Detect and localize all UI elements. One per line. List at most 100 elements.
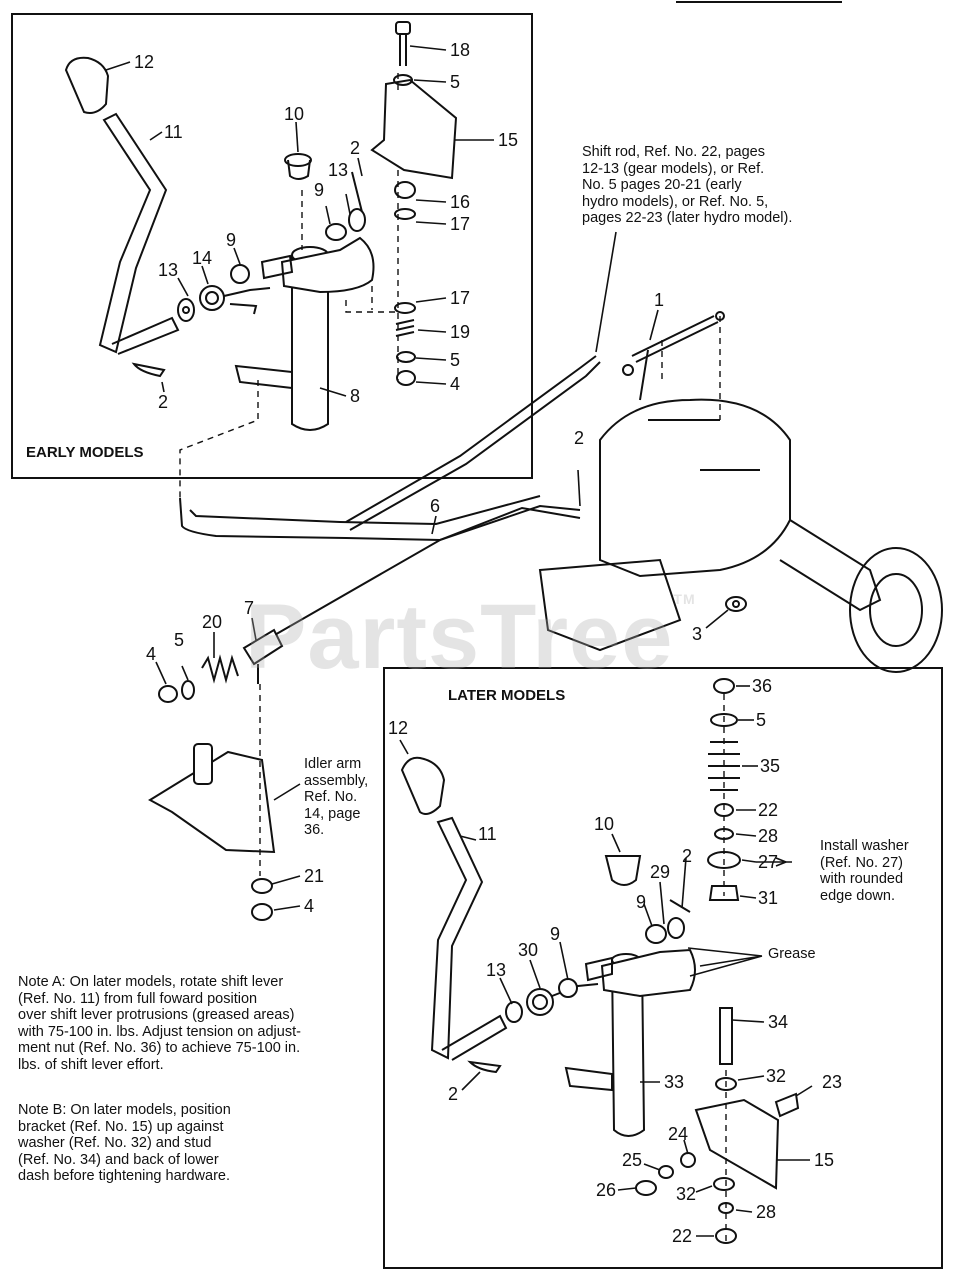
- callout-35: 35: [760, 756, 780, 776]
- shift-rod-note: Shift rod, Ref. No. 22, pages 12-13 (gea…: [582, 144, 793, 227]
- nut-21-4: [251, 878, 273, 921]
- callout-4: 4: [450, 374, 460, 394]
- grease-label: Grease: [768, 946, 816, 962]
- callout-5d: 5: [756, 710, 766, 730]
- callout-3: 3: [692, 624, 702, 644]
- callout-2e: 2: [448, 1084, 458, 1104]
- callout-12b: 12: [388, 718, 408, 738]
- later-models-frame: [383, 667, 943, 1269]
- note-b: Note B: On later models, position bracke…: [18, 1102, 231, 1185]
- callout-10: 10: [284, 104, 304, 124]
- early-bolt-18: [395, 21, 411, 66]
- shift-rod-22: [345, 355, 601, 531]
- callout-16: 16: [450, 192, 470, 212]
- early-spring-14: [199, 285, 271, 315]
- callout-9b: 9: [226, 230, 236, 250]
- spring-20: [201, 654, 239, 684]
- callout-5: 5: [450, 72, 460, 92]
- callout-19: 19: [450, 322, 470, 342]
- callout-34: 34: [768, 1012, 788, 1032]
- callout-33: 33: [664, 1072, 684, 1092]
- nut-washer-4-5: [158, 680, 195, 703]
- callout-7: 7: [244, 598, 254, 618]
- callout-23: 23: [822, 1072, 842, 1092]
- callout-25: 25: [622, 1150, 642, 1170]
- early-shift-lever: [98, 112, 180, 355]
- callout-36: 36: [752, 676, 772, 696]
- callout-11b: 11: [478, 824, 497, 844]
- early-dash-lines: [179, 68, 399, 498]
- callout-17: 17: [450, 214, 470, 234]
- callout-15: 15: [498, 130, 518, 150]
- later-shift-lever: [430, 816, 508, 1061]
- callout-30: 30: [518, 940, 538, 960]
- early-pivot-tube: [234, 236, 375, 431]
- callout-15b: 15: [814, 1150, 834, 1170]
- callout-2d: 2: [682, 846, 692, 866]
- transaxle-housing: [538, 349, 943, 673]
- early-bracket-15: [370, 78, 458, 180]
- shift-rod-6: [179, 495, 581, 641]
- callout-9: 9: [314, 180, 324, 200]
- callout-11: 11: [164, 122, 183, 142]
- install-washer-note: Install washer (Ref. No. 27) with rounde…: [820, 838, 909, 904]
- later-shift-knob: [400, 756, 446, 815]
- watermark-tm: TM: [673, 591, 696, 607]
- early-bushing-10: [284, 153, 312, 180]
- callout-24: 24: [668, 1124, 688, 1144]
- callout-28: 28: [758, 826, 778, 846]
- later-small-hardware: [635, 1077, 737, 1244]
- later-cotter-pins: [467, 899, 691, 1074]
- later-bushings-9-29: [558, 917, 685, 998]
- early-shift-knob: [64, 56, 110, 114]
- callout-12: 12: [134, 52, 154, 72]
- later-bushing-10: [604, 855, 642, 886]
- leader-lines: [105, 45, 813, 1237]
- callout-17b: 17: [450, 288, 470, 308]
- callout-22: 22: [758, 800, 778, 820]
- callout-13: 13: [328, 160, 348, 180]
- callout-29: 29: [650, 862, 670, 882]
- later-stud-34: [719, 1007, 733, 1065]
- idler-plate: [148, 743, 276, 854]
- early-hardware-stack: [393, 74, 416, 386]
- early-cotter-pins: [131, 171, 363, 378]
- callout-28b: 28: [756, 1202, 776, 1222]
- early-models-label: EARLY MODELS: [26, 444, 144, 461]
- callout-13c: 13: [486, 960, 506, 980]
- callout-27: 27: [758, 852, 778, 872]
- callout-2: 2: [350, 138, 360, 158]
- callout-8: 8: [350, 386, 360, 406]
- callout-31: 31: [758, 888, 778, 908]
- callout-numbers: 12 11 10 18 5 15 2 13 9 16 17 13 14 9 17…: [134, 40, 842, 1246]
- swivel-7: [242, 628, 284, 684]
- callout-4c: 4: [304, 896, 314, 916]
- callout-13b: 13: [158, 260, 178, 280]
- callout-26: 26: [596, 1180, 616, 1200]
- washer-3: [725, 596, 747, 612]
- callout-4b: 4: [146, 644, 156, 664]
- later-pivot-tube: [564, 948, 696, 1137]
- callout-5c: 5: [174, 630, 184, 650]
- early-models-frame: [11, 13, 533, 479]
- callout-18: 18: [450, 40, 470, 60]
- later-bracket-15: [694, 1098, 780, 1190]
- later-models-label: LATER MODELS: [448, 687, 565, 704]
- note-a: Note A: On later models, rotate shift le…: [18, 974, 301, 1073]
- callout-6: 6: [430, 496, 440, 516]
- callout-21: 21: [304, 866, 324, 886]
- later-washer-13: [505, 1001, 523, 1023]
- idler-arm-note: Idler arm assembly, Ref. No. 14, page 36…: [304, 756, 369, 839]
- later-dash-lines: [723, 694, 727, 1244]
- later-bolt-23: [774, 1092, 800, 1118]
- spring-dash: [661, 316, 721, 420]
- callout-20: 20: [202, 612, 222, 632]
- spring-1: [622, 311, 725, 376]
- callout-2c: 2: [574, 428, 584, 448]
- callout-10b: 10: [594, 814, 614, 834]
- callout-5b: 5: [450, 350, 460, 370]
- callout-2b: 2: [158, 392, 168, 412]
- callout-32b: 32: [676, 1184, 696, 1204]
- early-washer-13: [177, 298, 195, 322]
